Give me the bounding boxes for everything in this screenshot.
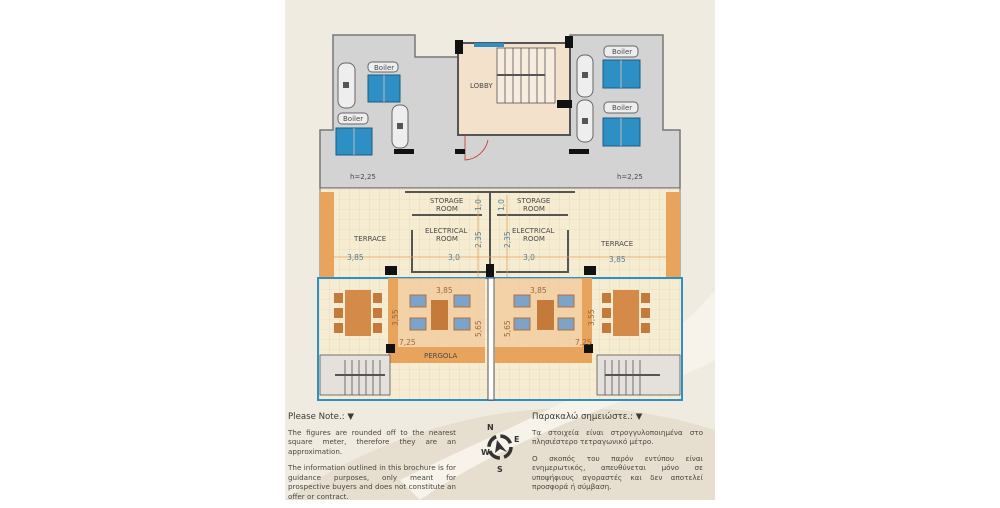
boiler-label: Boiler — [612, 104, 632, 112]
dim-pergola-depth-left: 3,55 — [391, 309, 400, 326]
notes-gr-p1: Τα στοιχεία είναι στρογγυλοποιημένα στο … — [532, 427, 703, 447]
dim-electrical-depth-right: 2,35 — [503, 231, 512, 248]
pergola-right — [495, 278, 592, 363]
compass-icon: N E S W — [481, 423, 519, 474]
compass-n: N — [487, 423, 494, 432]
electrical-room-right-l2: ROOM — [523, 235, 545, 243]
triangle-down-icon: ▼ — [347, 412, 354, 422]
background-swirl — [285, 407, 715, 500]
lobby-label: LOBBY — [470, 82, 493, 90]
storage-room-right-l2: ROOM — [523, 205, 545, 213]
dim-storage-depth-left: 1,0 — [474, 199, 483, 211]
notes-english: Please Note.: ▼ The figures are rounded … — [288, 412, 456, 508]
electrical-room-left-l2: ROOM — [436, 235, 458, 243]
compass-e: E — [514, 435, 519, 444]
stairs-right — [596, 354, 681, 396]
electrical-room-right-l1: ELECTRICAL — [512, 227, 555, 235]
dining-table-right — [602, 290, 650, 336]
triangle-down-icon: ▼ — [635, 412, 643, 422]
dim-total-width-left: 7,25 — [399, 338, 416, 347]
lobby-stairs — [496, 47, 556, 104]
boiler-group-left: Boiler Boiler — [335, 61, 409, 156]
pergola-left — [388, 278, 485, 363]
boiler-label: Boiler — [612, 48, 632, 56]
boiler-label: Boiler — [343, 115, 363, 123]
dim-electrical-left: 3,0 — [448, 253, 460, 262]
dim-total-depth-left: 5,65 — [474, 320, 483, 337]
storage-room-left-l1: STORAGE — [430, 197, 463, 205]
stairs-left — [319, 354, 391, 396]
dim-pergola-depth-right: 3,55 — [587, 309, 596, 326]
pergola-label: PERGOLA — [424, 352, 458, 360]
electrical-room-left-l1: ELECTRICAL — [425, 227, 468, 235]
compass-s: S — [497, 465, 503, 474]
room-walls — [405, 191, 575, 273]
dim-total-depth-right: 5,65 — [503, 320, 512, 337]
dim-pergola-width-left: 3,85 — [436, 286, 453, 295]
height-mark-left: h=2,25 — [350, 173, 376, 181]
lobby-door — [464, 135, 489, 161]
storage-room-left-l2: ROOM — [436, 205, 458, 213]
notes-en-title: Please Note.: — [288, 412, 345, 422]
dim-terrace-left: 3,85 — [347, 253, 364, 262]
notes-greek: Παρακαλώ σημειώστε.: ▼ Τα στοιχεία είναι… — [532, 412, 703, 499]
terrace-left-label: TERRACE — [353, 235, 386, 243]
dining-table-left — [334, 290, 382, 336]
dim-total-width-right: 7,25 — [575, 338, 592, 347]
notes-en-p1: The figures are rounded off to the neare… — [288, 427, 456, 456]
dim-terrace-right: 3,85 — [609, 255, 626, 264]
boiler-label: Boiler — [374, 64, 394, 72]
dim-pergola-width-right: 3,85 — [530, 286, 547, 295]
dim-electrical-right: 3,0 — [523, 253, 535, 262]
notes-en-p2: The information outlined in this brochur… — [288, 463, 456, 501]
terrace-area — [319, 187, 681, 279]
dim-storage-depth-right: 1,0 — [497, 199, 506, 211]
storage-room-right-l1: STORAGE — [517, 197, 550, 205]
dim-electrical-depth-left: 2,35 — [474, 231, 483, 248]
height-mark-right: h=2,25 — [617, 173, 643, 181]
terrace-right-label: TERRACE — [600, 240, 633, 248]
notes-gr-title: Παρακαλώ σημειώστε.: — [532, 412, 633, 422]
boiler-group-right: Boiler Boiler — [576, 45, 641, 147]
compass-w: W — [481, 448, 490, 457]
notes-gr-p2: Ο σκοπός του παρόν εντύπου είναι ενημερω… — [532, 453, 703, 492]
